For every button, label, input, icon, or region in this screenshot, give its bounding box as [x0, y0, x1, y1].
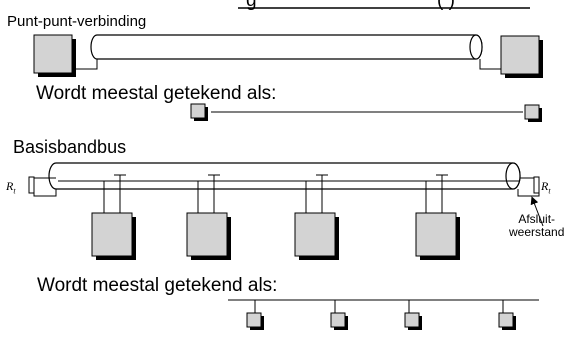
terminator-label-right: Rt [541, 179, 551, 196]
p2p-drawn-as-caption: Wordt meestal getekend als: [36, 83, 277, 104]
p2p-station-right [479, 35, 543, 78]
terminator-right [517, 176, 540, 197]
cut-off-heading-fragment: g [246, 0, 257, 11]
terminator-left [28, 176, 57, 197]
bus-coax-cable [48, 162, 521, 190]
bus-station-4 [415, 174, 460, 260]
terminator-arrow [530, 196, 544, 227]
simplified-bus-station-2 [330, 300, 348, 330]
p2p-section-title: Punt-punt-verbinding [7, 13, 147, 30]
simplified-bus-station-4 [498, 300, 516, 330]
bus-station-1 [91, 174, 136, 260]
bus-section-title: Basisbandbus [13, 137, 127, 157]
p2p-station-left [33, 34, 98, 77]
terminator-label-left: Rt [6, 179, 16, 196]
bus-station-2 [186, 174, 231, 260]
p2p-simplified-diagram [190, 103, 542, 122]
bus-station-3 [294, 174, 339, 260]
simplified-bus-station-1 [246, 300, 264, 330]
p2p-coax-cable [90, 34, 483, 60]
terminator-note: Afsluit- weerstand [509, 212, 565, 239]
bus-simplified-diagram [228, 299, 539, 330]
bus-drawn-as-caption: Wordt meestal getekend als: [37, 275, 278, 296]
cut-off-heading-parenthesis: ( ) [437, 0, 455, 11]
simplified-bus-station-3 [404, 300, 422, 330]
